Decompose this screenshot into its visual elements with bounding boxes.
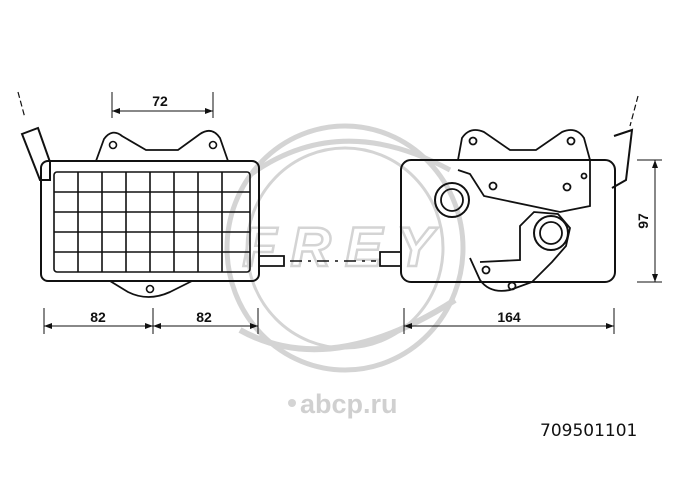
- watermark-swoosh-top: [248, 138, 452, 178]
- front-view-outlet: [259, 255, 285, 267]
- side-view-flange-hole-3: [488, 181, 498, 191]
- side-view-top-flange: [457, 129, 591, 213]
- side-view-port-upper-outer: [434, 182, 470, 218]
- side-view-flange-hole-1: [468, 136, 478, 146]
- front-view-center-line-top: [17, 91, 26, 119]
- side-view-flange-hole-6: [481, 265, 491, 275]
- dim-top-width: 72: [152, 93, 168, 109]
- side-view-port-upper-inner: [440, 188, 464, 212]
- side-view: [379, 95, 639, 292]
- front-view-body: [40, 160, 260, 282]
- part-number: 709501101: [540, 421, 638, 441]
- watermark-site: abcp.ru: [288, 389, 398, 419]
- watermark-logo: FREY: [224, 123, 466, 373]
- front-view-top-bracket: [95, 129, 229, 162]
- dim-bottom-left: 82: [90, 309, 106, 325]
- side-view-flange-hole-7: [507, 281, 517, 291]
- side-view-bottom-flange: [469, 211, 571, 292]
- front-view-bottom-hole: [145, 284, 155, 294]
- side-view-inlet: [379, 251, 401, 267]
- side-view-body: [400, 159, 616, 283]
- dim-bottom-right: 164: [497, 309, 521, 325]
- dim-bottom-middle: 82: [196, 309, 212, 325]
- side-view-pipe: [611, 128, 634, 189]
- side-view-center-line-top: [629, 95, 639, 127]
- watermark-swoosh: [238, 297, 457, 353]
- side-view-port-lower-inner: [539, 221, 563, 245]
- front-view-bracket-hole-right: [208, 140, 218, 150]
- side-view-port-lower-outer: [533, 215, 569, 251]
- side-view-flange-hole-5: [580, 172, 588, 180]
- dimension-arrows: [44, 108, 658, 329]
- watermark-ring-outer: [224, 123, 466, 373]
- front-view-bottom-bracket: [109, 280, 193, 298]
- side-view-flange-hole-4: [562, 182, 572, 192]
- side-view-flange-hole-2: [566, 136, 576, 146]
- front-view-fin-grid: [53, 171, 251, 273]
- front-view-pipe: [20, 126, 51, 181]
- dim-height: 97: [635, 213, 651, 229]
- front-view: [17, 91, 285, 298]
- watermark-logo-text: FREY: [242, 215, 447, 278]
- watermark-site-dot: [288, 399, 296, 407]
- front-view-bracket-hole-left: [108, 140, 118, 150]
- watermark-site-text: abcp.ru: [300, 389, 398, 419]
